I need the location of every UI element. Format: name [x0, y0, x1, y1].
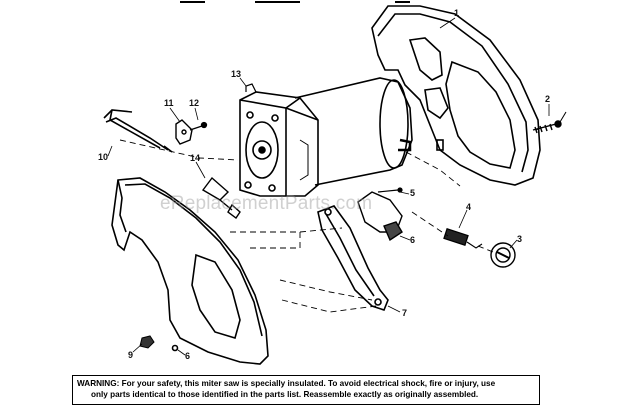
- callout-4: 4: [466, 202, 472, 212]
- assembly-lines: [119, 125, 547, 313]
- warning-label: WARNING:: [77, 379, 120, 388]
- callout-13: 13: [231, 69, 242, 79]
- nut-part-9: [139, 335, 155, 349]
- warning-line-1: WARNING: For your safety, this miter saw…: [77, 378, 535, 389]
- callout-7: 7: [402, 308, 408, 318]
- brush-cap-part-3: [490, 242, 516, 268]
- warning-text-1: For your safety, this miter saw is speci…: [119, 379, 496, 388]
- warning-box: WARNING: For your safety, this miter saw…: [72, 375, 540, 405]
- clip-part-11: [175, 119, 193, 145]
- callout-6-brush-cover: 6: [410, 235, 416, 245]
- callout-5: 5: [410, 188, 416, 198]
- callout-11: 11: [164, 98, 174, 108]
- front-housing-part-6: [111, 177, 269, 365]
- callout-3: 3: [517, 234, 523, 244]
- warning-line-2: only parts identical to those identified…: [91, 390, 479, 399]
- bracket-part-7: [317, 205, 389, 311]
- hex-key-part-10: [103, 109, 173, 153]
- screw-part-5: [377, 187, 403, 193]
- brush-lead-part-14: [201, 176, 241, 220]
- carbon-brush-part-4: [443, 228, 483, 249]
- callout-6-front-housing: 6: [185, 351, 191, 361]
- callout-1: 1: [454, 8, 460, 18]
- motor-part-13: [239, 77, 413, 197]
- callout-10: 10: [98, 152, 109, 162]
- callout-14: 14: [190, 153, 201, 163]
- leader-lines: [107, 17, 550, 356]
- screw-part-12: [189, 121, 208, 131]
- callout-12: 12: [189, 98, 200, 108]
- watermark-text: eReplacementParts.com: [160, 193, 373, 214]
- callout-9: 9: [128, 350, 134, 360]
- rear-housing-part-1: [371, 5, 541, 186]
- brush-cover-part-6: [357, 191, 403, 242]
- callout-2: 2: [545, 94, 551, 104]
